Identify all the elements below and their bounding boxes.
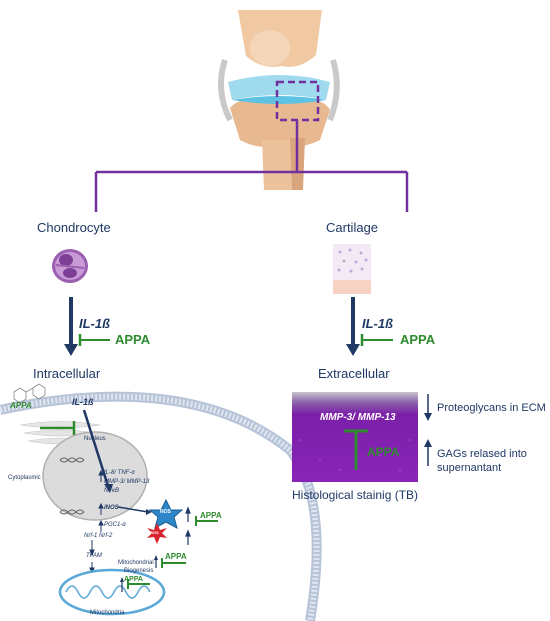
right-main-arrow (346, 297, 393, 356)
mito-biogenesis-2: Biogenesis (124, 568, 154, 574)
chondrocyte-title: Chondrocyte (37, 220, 111, 235)
appa-no-label: APPA (200, 511, 222, 520)
nfkb-label: NFκB (104, 488, 119, 494)
histology-appa-label: APPA (367, 445, 400, 459)
gags-label-2: supernantant (437, 462, 502, 474)
intracellular-title: Intracellular (33, 366, 101, 381)
cartilage-title: Cartilage (326, 220, 379, 235)
histology-mmp-label: MMP-3/ MMP-13 (320, 412, 396, 423)
left-main-arrow (64, 297, 110, 356)
nrf-label: Nrf-1 Nrf-2 (84, 533, 113, 539)
appa-inner-label: APPA (124, 576, 143, 583)
mmp-label: MMP-3/ MMP-13 (104, 479, 150, 485)
cytoplasmic-label: Cytoplasmic (8, 475, 41, 481)
cell-il-label: IL-1ß (72, 397, 94, 407)
chondrocyte-icon (52, 249, 88, 283)
appa-mito-label: APPA (165, 552, 187, 561)
left-appa-label: APPA (115, 332, 151, 347)
mitochondria-label: Mitochondria (90, 610, 125, 616)
left-il-label: IL-1ß (79, 316, 111, 331)
markers-label: IL-8/ TNF-α (104, 470, 135, 476)
cell-schematic (0, 383, 322, 621)
proteoglycans-label: Proteoglycans in ECM (437, 402, 546, 414)
nucleus-label: Nucleus (84, 436, 106, 442)
up-arrow-icon (424, 439, 432, 466)
right-il-label: IL-1ß (362, 316, 394, 331)
pgc-label: PGC1-α (104, 522, 126, 528)
nos-label: NOS (160, 509, 171, 515)
cartilage-icon (333, 244, 371, 294)
right-appa-label: APPA (400, 332, 436, 347)
mito-biogenesis-1: Mitochondrial (118, 560, 154, 566)
inos-label: iNOS (104, 505, 119, 511)
down-arrow-icon (424, 394, 432, 421)
ros-label-2: ROS (102, 587, 111, 592)
histology-caption: Histological stainig (TB) (292, 488, 419, 502)
histology-image (292, 392, 418, 482)
gags-label-1: GAGs relased into (437, 448, 527, 460)
cell-appa-label: APPA (10, 401, 32, 410)
tfam-label: TFAM (86, 553, 102, 559)
extracellular-title: Extracellular (318, 366, 390, 381)
purple-connector (94, 120, 409, 212)
ros-label-1: ROS (150, 530, 159, 535)
knee-illustration (218, 10, 340, 190)
